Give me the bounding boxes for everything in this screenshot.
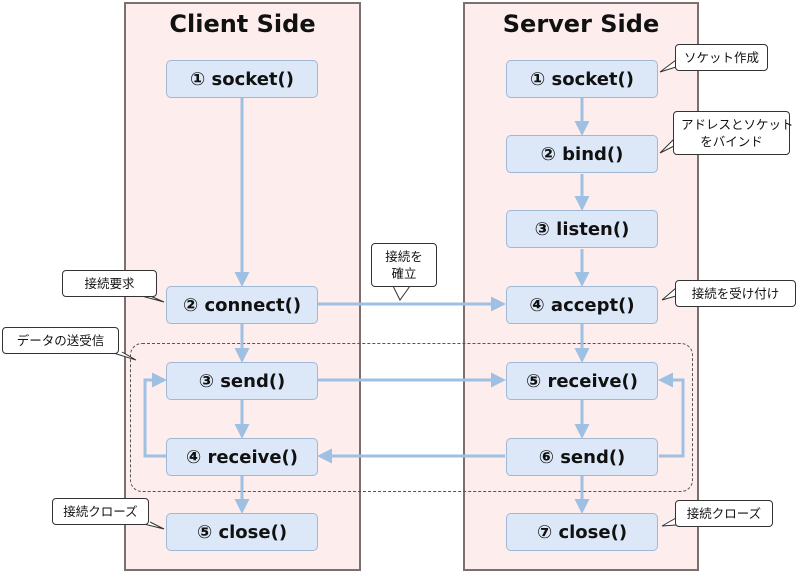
bind-address-line2: をバインド — [700, 134, 763, 149]
client-close-step: ⑤ close() — [166, 513, 318, 551]
server-send-step: ⑥ send() — [506, 438, 658, 476]
server-socket-step: ① socket() — [506, 60, 658, 98]
client-send-step: ③ send() — [166, 362, 318, 400]
client-close-callout: 接続クローズ — [52, 498, 149, 525]
server-accept-step: ④ accept() — [506, 286, 658, 324]
arrow-client-loop — [143, 372, 167, 458]
socket-create-callout: ソケット作成 — [675, 44, 768, 71]
connection-request-callout: 接続要求 — [62, 270, 157, 297]
server-listen-step: ③ listen() — [506, 210, 658, 248]
client-connect-step: ② connect() — [166, 286, 318, 324]
client-socket-step: ① socket() — [166, 60, 318, 98]
bind-address-callout: アドレスとソケット をバインド — [673, 111, 794, 155]
bind-address-line1: アドレスとソケット — [681, 117, 794, 132]
arrow-server-loop — [658, 372, 685, 458]
server-receive-step: ⑤ receive() — [506, 362, 658, 400]
server-side-title: Server Side — [502, 10, 660, 38]
server-close-callout: 接続クローズ — [675, 500, 773, 527]
server-bind-step: ② bind() — [506, 135, 658, 173]
accept-connection-callout: 接続を受け付け — [675, 280, 796, 307]
establish-line1: 接続を — [385, 249, 423, 264]
data-exchange-group — [130, 343, 693, 492]
establish-connection-callout: 接続を 確立 — [371, 243, 437, 287]
client-side-title: Client Side — [169, 10, 316, 38]
client-receive-step: ④ receive() — [166, 438, 318, 476]
server-close-step: ⑦ close() — [506, 513, 658, 551]
data-exchange-callout: データの送受信 — [2, 327, 119, 354]
establish-line2: 確立 — [391, 266, 417, 281]
